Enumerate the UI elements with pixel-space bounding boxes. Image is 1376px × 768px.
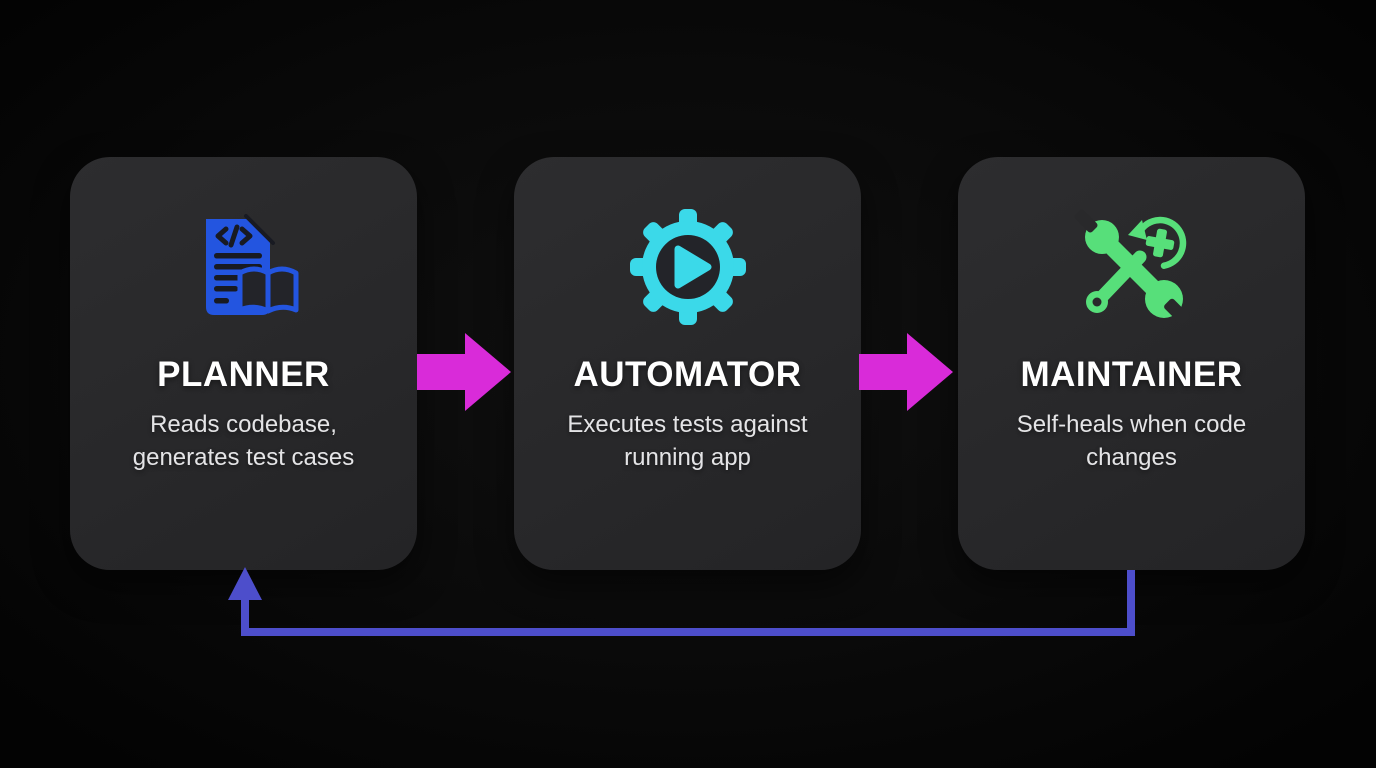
card-description: Reads codebase, generates test cases xyxy=(132,411,355,471)
planner-card: PLANNER Reads codebase, generates test c… xyxy=(70,157,417,570)
card-description: Executes tests against running app xyxy=(567,411,808,471)
wrench-self-heal-icon xyxy=(1072,207,1192,327)
card-title: MAINTAINER xyxy=(1020,355,1243,394)
code-document-book-icon xyxy=(184,207,304,327)
forward-arrow-planner-to-automator xyxy=(417,333,511,411)
gear-play-icon xyxy=(628,207,748,327)
maintainer-card: MAINTAINER Self-heals when code changes xyxy=(958,157,1305,570)
automator-card: AUTOMATOR Executes tests against running… xyxy=(514,157,861,570)
card-title: PLANNER xyxy=(157,355,330,394)
card-title: AUTOMATOR xyxy=(573,355,802,394)
forward-arrow-automator-to-maintainer xyxy=(859,333,953,411)
card-description: Self-heals when code changes xyxy=(1016,411,1247,471)
